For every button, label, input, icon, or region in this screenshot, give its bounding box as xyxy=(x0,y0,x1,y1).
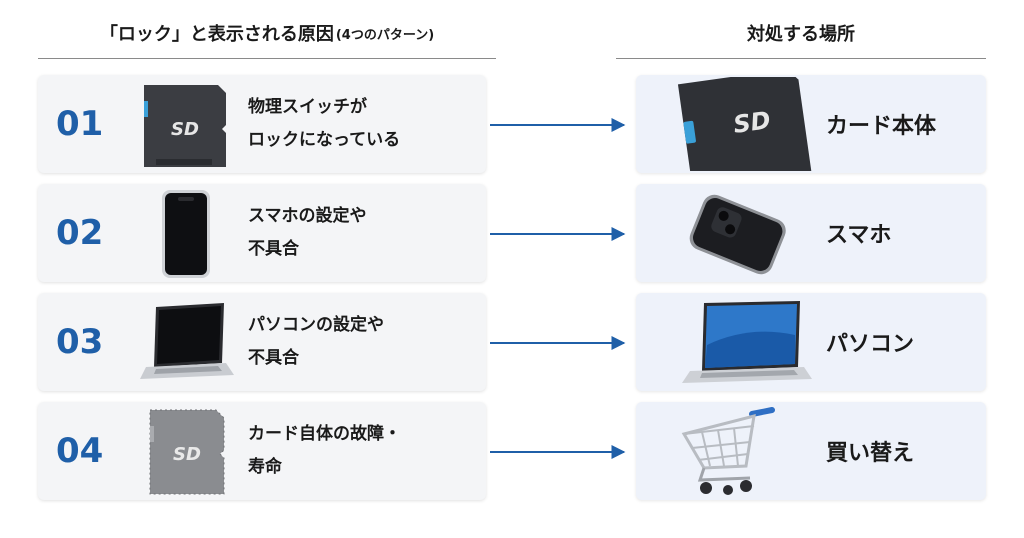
cause-card: 02 スマホの設定や 不具合 xyxy=(38,184,486,282)
causes-header: 「ロック」と表示される原因(4つのパターン) xyxy=(38,18,496,48)
sd-logo: SD xyxy=(171,119,199,140)
cause-text: スマホの設定や 不具合 xyxy=(248,184,478,282)
cause-line-1: パソコンの設定や xyxy=(248,315,384,335)
cause-text: パソコンの設定や 不具合 xyxy=(248,293,478,391)
laptop-icon xyxy=(140,303,234,379)
cause-line-1: スマホの設定や xyxy=(248,206,367,226)
smartphone-icon xyxy=(689,194,786,275)
arrow-icon xyxy=(490,445,626,459)
place-card: スマホ xyxy=(636,184,986,282)
place-card: パソコン xyxy=(636,293,986,391)
places-header-divider xyxy=(616,58,986,59)
causes-header-divider xyxy=(38,58,496,59)
smartphone-icon xyxy=(162,190,210,278)
arrow-icon xyxy=(490,336,626,350)
causes-header-title: 「ロック」と表示される原因 xyxy=(99,24,334,45)
place-card: SD カード本体 xyxy=(636,75,986,173)
cause-card: 04 SD カード自体の故障・ 寿命 xyxy=(38,402,486,500)
sd-card-icon: SD xyxy=(144,85,226,167)
row-02: 02 スマホの設定や 不具合 スマホ xyxy=(0,184,1024,282)
sd-logo: SD xyxy=(173,444,201,465)
cause-text: 物理スイッチが ロックになっている xyxy=(248,75,478,173)
row-01: 01 SD 物理スイッチが ロックになっている SD カード本体 xyxy=(0,75,1024,173)
sd-card-icon: SD xyxy=(677,77,813,171)
sd-logo: SD xyxy=(732,106,773,139)
row-number: 03 xyxy=(56,322,104,362)
broken-sd-card-icon: SD xyxy=(149,409,225,495)
place-label: カード本体 xyxy=(826,114,937,139)
arrow-icon xyxy=(490,118,626,132)
place-card: 買い替え xyxy=(636,402,986,500)
places-header: 対処する場所 xyxy=(616,18,986,48)
causes-header-subtitle: (4つのパターン) xyxy=(335,27,435,43)
laptop-icon xyxy=(682,301,812,383)
place-label: スマホ xyxy=(826,223,892,248)
cause-line-1: カード自体の故障・ xyxy=(248,424,401,444)
cause-line-1: 物理スイッチが xyxy=(248,97,367,117)
cause-line-2: 不具合 xyxy=(248,239,299,259)
cause-card: 01 SD 物理スイッチが ロックになっている xyxy=(38,75,486,173)
cause-card: 03 パソコンの設定や 不具合 xyxy=(38,293,486,391)
cause-line-2: ロックになっている xyxy=(248,130,401,150)
row-04: 04 SD カード自体の故障・ 寿命 買い替え xyxy=(0,402,1024,500)
row-number: 02 xyxy=(56,213,104,253)
cause-line-2: 不具合 xyxy=(248,348,299,368)
cause-text: カード自体の故障・ 寿命 xyxy=(248,402,478,500)
place-label: パソコン xyxy=(826,332,915,357)
shopping-cart-icon xyxy=(681,407,775,495)
cause-line-2: 寿命 xyxy=(248,457,282,477)
arrow-icon xyxy=(490,227,626,241)
row-number: 01 xyxy=(56,104,104,144)
row-number: 04 xyxy=(56,431,104,471)
places-header-title: 対処する場所 xyxy=(747,24,855,45)
place-label: 買い替え xyxy=(826,441,915,466)
row-03: 03 パソコンの設定や 不具合 パソコン xyxy=(0,293,1024,391)
